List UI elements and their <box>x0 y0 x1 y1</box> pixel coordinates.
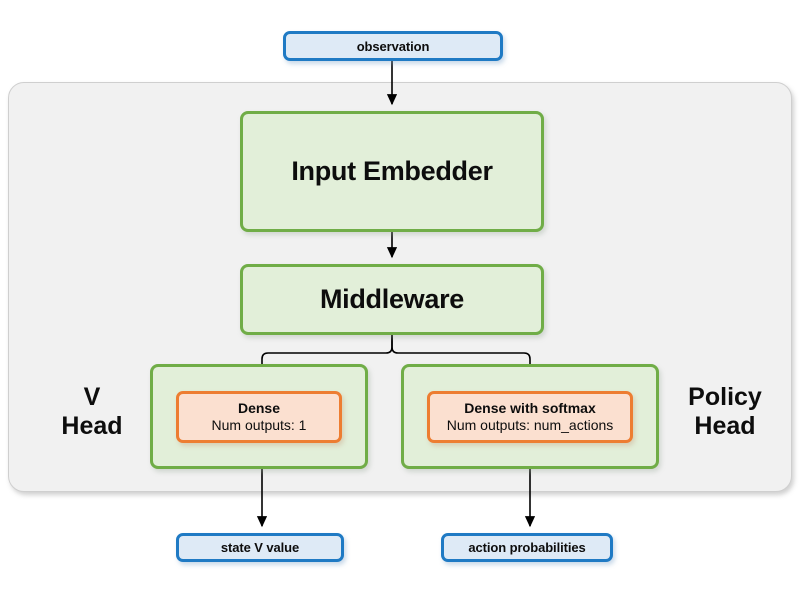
dense-node[interactable]: Dense Num outputs: 1 <box>176 391 342 443</box>
policy-head-label: Policy Head <box>663 383 787 441</box>
input-embedder-label: Input Embedder <box>291 156 493 186</box>
policy-head-label-line1: Policy <box>688 383 762 411</box>
action-probabilities-node[interactable]: action probabilities <box>441 533 613 562</box>
middleware-label: Middleware <box>319 284 465 314</box>
dense-with-softmax-subtitle: Num outputs: num_actions <box>446 417 614 433</box>
state-v-value-node[interactable]: state V value <box>176 533 344 562</box>
v-head-label: V Head <box>42 383 142 441</box>
dense-subtitle: Num outputs: 1 <box>211 417 307 433</box>
state-v-value-label: state V value <box>220 540 300 555</box>
middleware-node[interactable]: Middleware <box>240 264 544 335</box>
observation-node[interactable]: observation <box>283 31 503 61</box>
dense-with-softmax-node[interactable]: Dense with softmax Num outputs: num_acti… <box>427 391 633 443</box>
policy-head-label-line2: Head <box>694 411 756 440</box>
action-probabilities-label: action probabilities <box>468 540 586 555</box>
input-embedder-node[interactable]: Input Embedder <box>240 111 544 232</box>
observation-label: observation <box>356 38 430 54</box>
dense-with-softmax-title: Dense with softmax <box>464 400 596 417</box>
v-head-label-line2: Head <box>61 411 123 440</box>
dense-title: Dense <box>237 400 281 417</box>
v-head-label-line1: V <box>83 383 101 411</box>
